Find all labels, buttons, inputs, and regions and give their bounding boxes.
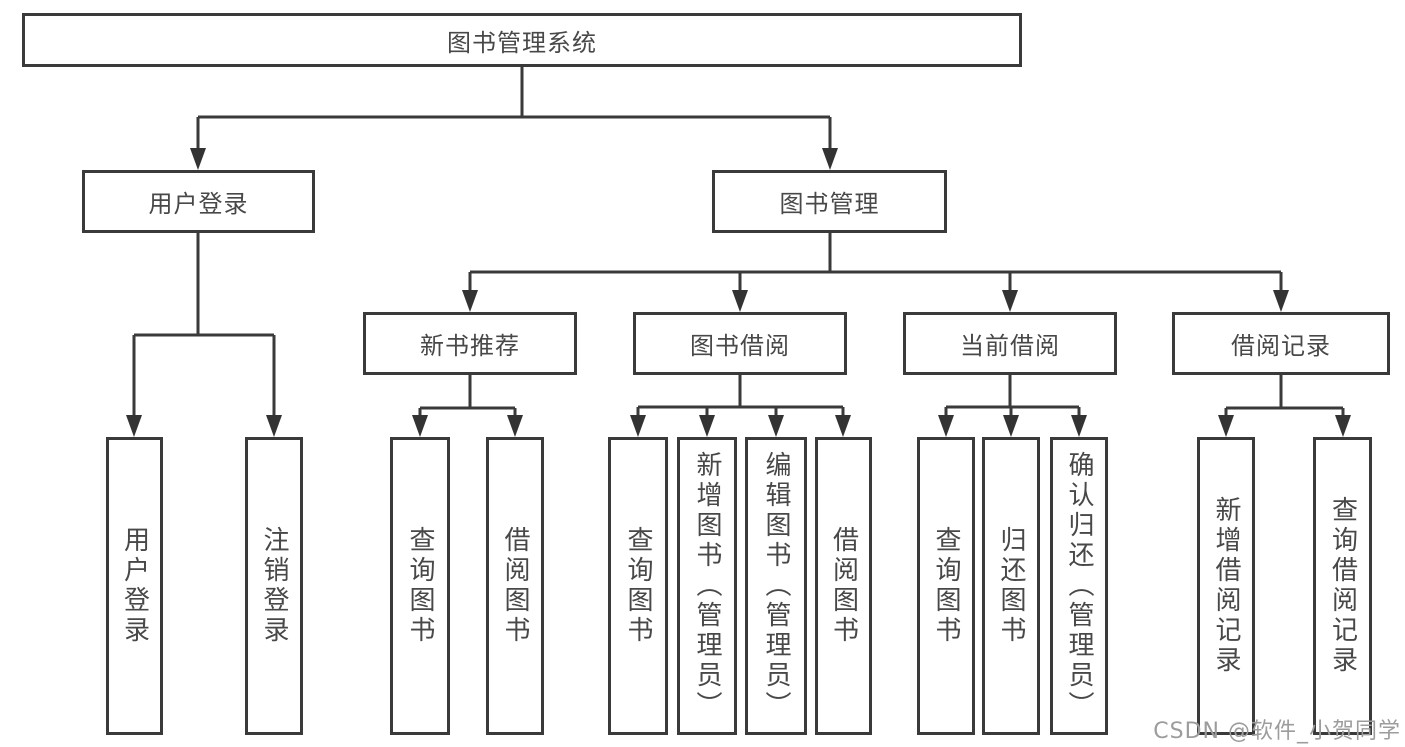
node-book-borrowing: 图书借阅	[633, 312, 847, 375]
node-current-borrowing: 当前借阅	[903, 312, 1117, 375]
node-book-management-branch: 图书管理	[712, 170, 947, 233]
leaf-query-books-borrowing: 查询图书	[608, 437, 668, 735]
node-label: 新增借阅记录	[1211, 496, 1241, 676]
leaf-query-borrow-record: 查询借阅记录	[1313, 437, 1372, 735]
node-label: 借阅图书	[500, 526, 530, 646]
node-label: 归还图书	[996, 526, 1026, 646]
node-label: 当前借阅	[960, 332, 1060, 360]
node-label: 用户登录	[148, 190, 249, 218]
node-label: 查询借阅记录	[1327, 496, 1358, 676]
arrowheads	[126, 148, 1351, 437]
leaf-logout: 注销登录	[245, 437, 303, 735]
node-label: 新增图书（管理员）	[692, 451, 722, 721]
leaf-confirm-return-admin: 确认归还（管理员）	[1050, 437, 1108, 735]
node-label: 图书管理	[779, 190, 880, 218]
node-label: 借阅记录	[1231, 332, 1331, 360]
leaf-query-books-recommend: 查询图书	[390, 437, 450, 735]
node-label: 查询图书	[405, 526, 435, 646]
node-label: 用户登录	[119, 526, 150, 646]
leaf-return-book: 归还图书	[982, 437, 1040, 735]
node-label: 查询图书	[623, 526, 653, 646]
node-label: 图书管理系统	[447, 28, 597, 57]
node-library-management-system: 图书管理系统	[22, 13, 1022, 67]
node-label: 新书推荐	[420, 332, 520, 360]
node-new-book-recommend: 新书推荐	[363, 312, 577, 375]
node-borrowing-records: 借阅记录	[1172, 312, 1390, 375]
leaf-query-books-current: 查询图书	[917, 437, 975, 735]
leaf-edit-book-admin: 编辑图书（管理员）	[745, 437, 807, 735]
leaf-borrow-books-borrowing: 借阅图书	[815, 437, 872, 735]
node-label: 查询图书	[931, 526, 961, 646]
node-label: 编辑图书（管理员）	[761, 451, 791, 721]
node-label: 确认归还（管理员）	[1064, 451, 1094, 721]
leaf-add-book-admin: 新增图书（管理员）	[677, 437, 737, 735]
node-user-login-branch: 用户登录	[82, 170, 315, 233]
leaf-user-login: 用户登录	[106, 437, 163, 735]
csdn-watermark: CSDN @软件_小贺同学	[1153, 719, 1401, 744]
node-label: 图书借阅	[690, 332, 790, 360]
leaf-add-borrow-record: 新增借阅记录	[1197, 437, 1255, 735]
node-label: 借阅图书	[828, 526, 859, 646]
node-label: 注销登录	[259, 526, 289, 646]
leaf-borrow-books-recommend: 借阅图书	[486, 437, 544, 735]
